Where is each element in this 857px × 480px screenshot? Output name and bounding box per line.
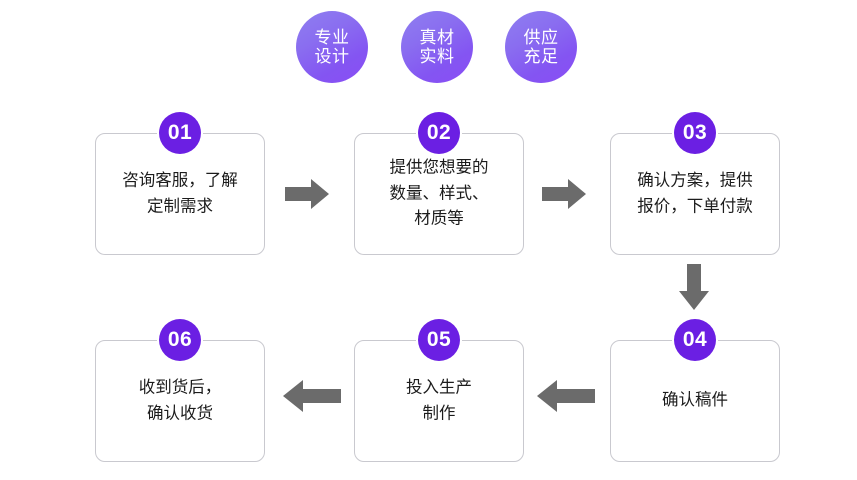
step-text-line: 确认稿件 [662,391,728,410]
feature-line: 专业 [314,27,350,47]
step-text-06: 收到货后， 确认收货 [101,375,259,426]
step-number-badge-05: 05 [418,319,460,361]
feature-line: 设计 [314,47,350,66]
step-text-line: 报价，下单付款 [637,197,753,215]
step-text-line: 确认方案，提供 [637,171,753,190]
step-number-badge-02: 02 [418,112,460,154]
feature-line: 实料 [419,47,455,66]
step-text-line: 咨询客服，了解 [122,171,238,190]
step-card-01: 01 咨询客服，了解 定制需求 [95,112,265,255]
step-number-badge-06: 06 [159,319,201,361]
step-text-04: 确认稿件 [616,388,774,414]
step-text-01: 咨询客服，了解 定制需求 [101,168,259,219]
feature-line: 真材 [419,27,455,47]
arrow-left-icon [283,379,341,413]
feature-line: 充足 [523,47,559,66]
step-text-line: 数量、样式、 [389,184,489,203]
step-text-03: 确认方案，提供 报价，下单付款 [616,168,774,219]
feature-circle-ample-supply: 供应 充足 [505,11,577,83]
feature-badges-row: 专业 设计 真材 实料 供应 充足 [0,0,857,98]
feature-circle-professional-design: 专业 设计 [296,11,368,83]
step-number-badge-01: 01 [159,112,201,154]
arrow-right-icon [542,178,586,210]
step-card-02: 02 提供您想要的 数量、样式、 材质等 [354,112,524,255]
step-text-line: 材质等 [414,209,464,228]
step-card-05: 05 投入生产 制作 [354,319,524,462]
arrow-left-icon [537,379,595,413]
step-text-line: 确认收货 [147,404,213,422]
step-card-03: 03 确认方案，提供 报价，下单付款 [610,112,780,255]
step-number-badge-04: 04 [674,319,716,361]
step-text-line: 收到货后， [138,378,222,397]
step-text-05: 投入生产 制作 [360,375,518,426]
arrow-right-icon [285,178,329,210]
step-card-04: 04 确认稿件 [610,319,780,462]
step-card-06: 06 收到货后， 确认收货 [95,319,265,462]
step-text-line: 投入生产 [406,378,472,397]
feature-circle-genuine-materials: 真材 实料 [401,11,473,83]
step-text-02: 提供您想要的 数量、样式、 材质等 [360,156,518,233]
arrow-down-icon [678,264,710,310]
feature-line: 供应 [523,27,559,47]
step-text-line: 提供您想要的 [389,158,489,177]
step-text-line: 定制需求 [147,197,213,215]
step-number-badge-03: 03 [674,112,716,154]
step-text-line: 制作 [422,404,456,422]
